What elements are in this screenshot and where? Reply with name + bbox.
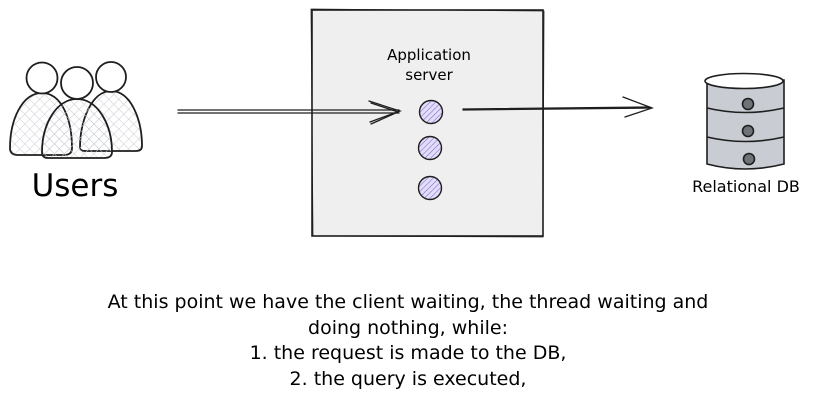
arrow-users-to-server xyxy=(177,100,402,125)
database-label: Relational DB xyxy=(692,177,800,196)
thread-icons xyxy=(417,99,444,201)
users-icon xyxy=(9,61,143,159)
arrow-server-to-db xyxy=(462,96,654,118)
thread-icon xyxy=(418,99,444,125)
thread-icon xyxy=(417,175,443,201)
users-label: Users xyxy=(31,168,119,204)
caption-line: 2. the query is executed, xyxy=(289,367,527,390)
server-title-line: Application xyxy=(387,46,471,64)
caption-text: At this point we have the client waiting… xyxy=(40,290,776,392)
thread-icon xyxy=(417,135,443,161)
server-title-line: server xyxy=(405,66,453,84)
caption-line: At this point we have the client waiting… xyxy=(107,291,709,313)
database-icon xyxy=(704,72,785,170)
caption-line: 1. the request is made to the DB, xyxy=(249,342,567,364)
application-server-title: Application server xyxy=(360,45,498,85)
caption-line: doing nothing, while: xyxy=(308,316,508,339)
